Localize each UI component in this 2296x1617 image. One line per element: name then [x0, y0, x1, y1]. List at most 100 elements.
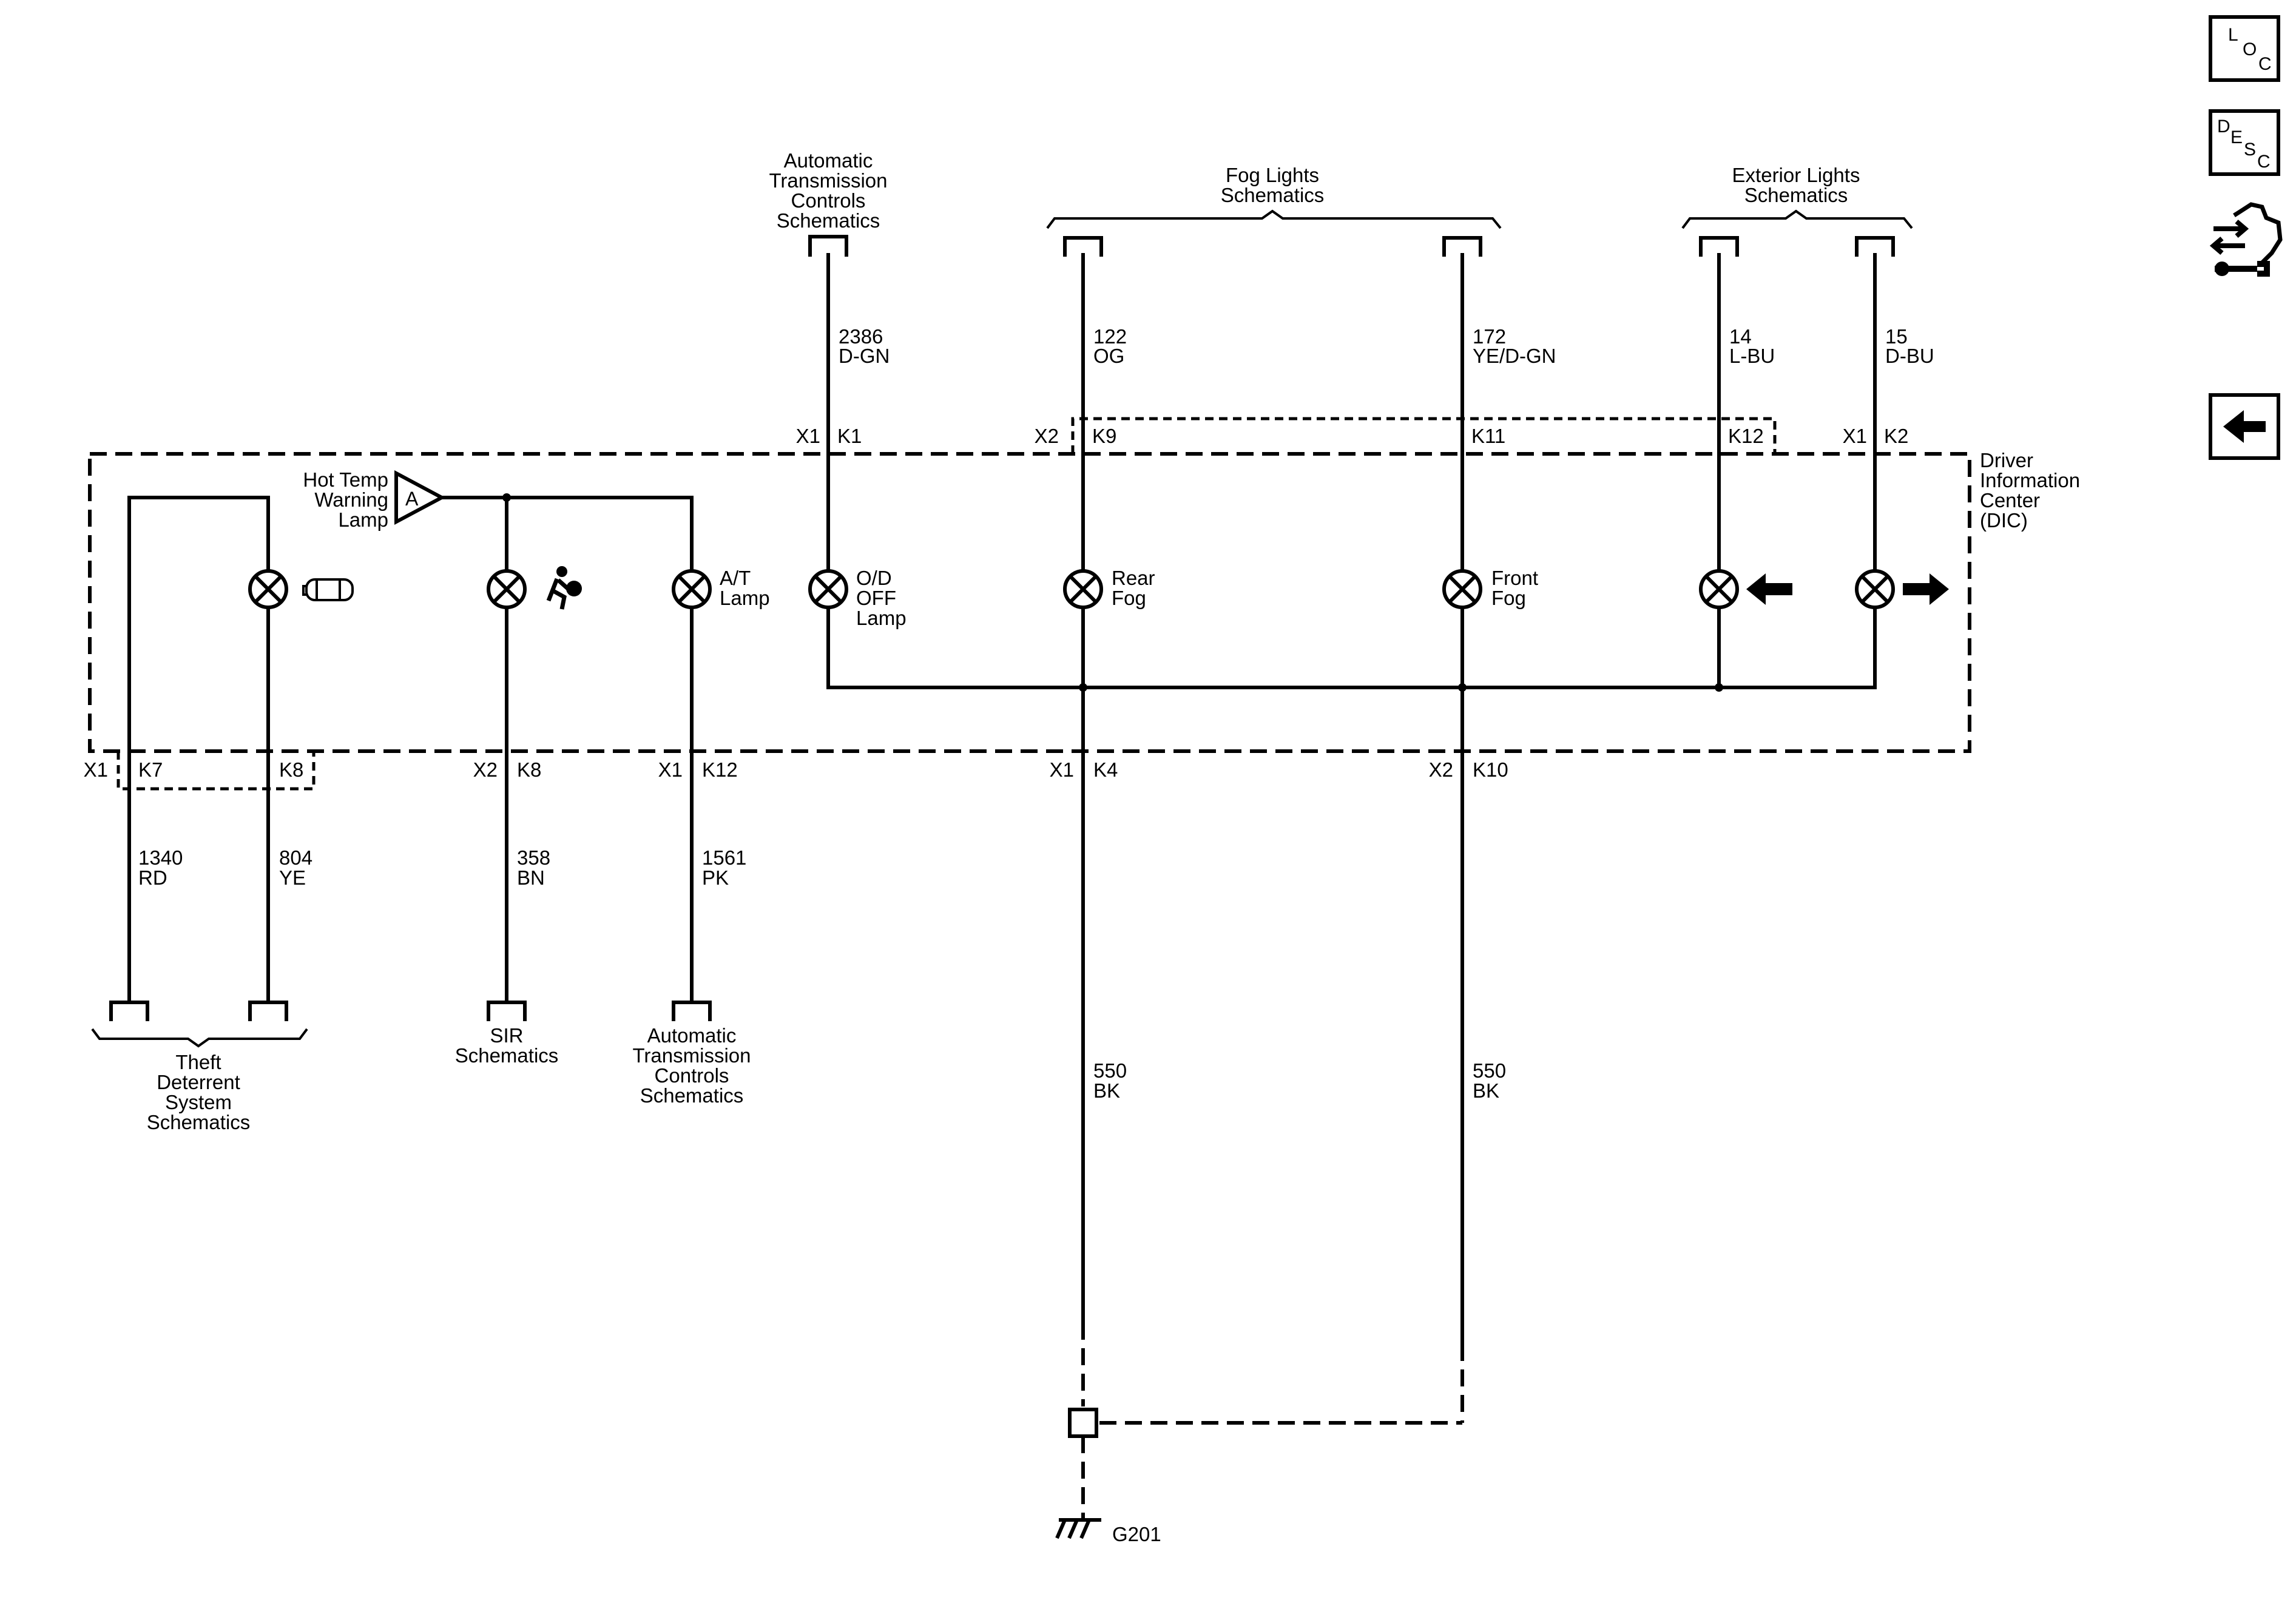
pin-id: K12 [702, 758, 738, 781]
lamp-security[interactable] [248, 569, 354, 609]
ground-bus [826, 606, 1877, 689]
loc-letter: L [2228, 25, 2238, 45]
desc-letter: E [2230, 127, 2243, 147]
splice-dot [1079, 683, 1087, 692]
bulb-cross [1448, 575, 1477, 604]
wire-number: 550 [1473, 1059, 1506, 1082]
ref-text: Theft [175, 1051, 221, 1073]
ref-text: Transmission [769, 169, 888, 192]
wire-labels-top: 2386 D-GN 122 OG 172 YE/D-GN 14 L-BU 15 … [839, 325, 1934, 367]
loc-letter: O [2243, 39, 2257, 59]
brace [91, 1028, 308, 1048]
left-turn-arrow-icon [1746, 573, 1792, 605]
connector-stub [808, 235, 848, 257]
back-arrow-icon [2223, 410, 2266, 443]
connector-id: X2 [473, 758, 498, 781]
ref-theft-deterrent[interactable]: Theft Deterrent System Schematics [91, 1001, 308, 1133]
driver-triangle-icon [394, 470, 446, 525]
ref-text: Fog Lights [1226, 164, 1319, 186]
back-button[interactable] [2209, 393, 2280, 460]
pin-id: K1 [837, 425, 862, 447]
right-turn-arrow-icon [1903, 573, 1949, 605]
lamp-label: Fog [1112, 587, 1146, 609]
desc-button[interactable]: D E S C [2209, 109, 2280, 176]
hot-temp-warning-lamp[interactable]: A Hot Temp Warning Lamp [303, 468, 446, 531]
connector-id: X1 [796, 425, 820, 447]
lamp-left-turn[interactable] [1699, 569, 1792, 609]
ref-text: Schematics [147, 1111, 251, 1133]
ref-exterior-lights[interactable]: Exterior Lights Schematics [1681, 164, 1913, 257]
driver-symbol: A [405, 488, 419, 510]
desc-letter: D [2217, 116, 2230, 137]
wire-number: 15 [1885, 325, 1908, 348]
wire-labels-bottom: 1340 RD 804 YE 358 BN 1561 PK 550 BK 550… [138, 846, 1506, 1102]
ground-g201[interactable]: G201 [1055, 1323, 1464, 1545]
ref-text: Deterrent [157, 1071, 240, 1093]
connector-stub [1855, 236, 1895, 257]
loc-button[interactable]: L O C [2209, 15, 2280, 82]
lamp-od-off[interactable]: O/D OFF Lamp [808, 567, 907, 629]
ground-label: G201 [1112, 1523, 1161, 1545]
lamp-airbag[interactable] [487, 566, 582, 610]
bulb-cross [492, 575, 521, 604]
connector-id: X1 [658, 758, 683, 781]
ref-text: Schematics [640, 1084, 744, 1107]
ref-text: Schematics [777, 209, 880, 232]
lamp-right-turn[interactable] [1855, 569, 1949, 609]
wire-color: BK [1473, 1079, 1499, 1102]
ref-atc-bottom[interactable]: Automatic Transmission Controls Schemati… [633, 1001, 751, 1107]
wire-color: YE/D-GN [1473, 345, 1556, 367]
wire-color: D-GN [839, 345, 890, 367]
module-text: Center [1980, 489, 2040, 511]
connector-id: X1 [1050, 758, 1074, 781]
connector-stub [1699, 236, 1739, 257]
pin-id: K8 [517, 758, 541, 781]
brace [1681, 209, 1913, 229]
pin-id: K2 [1884, 425, 1908, 447]
lamp-label: OFF [856, 587, 896, 609]
bottom-wires [127, 749, 1464, 1346]
connector-stub [109, 1001, 149, 1021]
lamp-label: Hot Temp [303, 468, 388, 491]
lamp-label: Lamp [338, 508, 388, 531]
lamp-label: Rear [1112, 567, 1155, 589]
module-text: Driver [1980, 449, 2033, 471]
ref-atc-top[interactable]: Automatic Transmission Controls Schemati… [769, 149, 888, 257]
ref-text: Automatic [647, 1024, 737, 1047]
ref-text: Controls [791, 189, 866, 212]
ref-text: Schematics [1221, 184, 1325, 206]
lamp-label: O/D [856, 567, 892, 589]
connector-id: X2 [1035, 425, 1059, 447]
dic-module-outline[interactable] [88, 452, 1971, 753]
lamp-label: Fog [1491, 587, 1526, 609]
wire-color: RD [138, 866, 167, 889]
desc-letter: C [2257, 152, 2271, 172]
bulb-cross [1704, 575, 1734, 604]
lamp-at[interactable]: A/T Lamp [672, 567, 770, 609]
ref-sir[interactable]: SIR Schematics [455, 1001, 559, 1067]
ref-text: System [165, 1091, 232, 1113]
internal-wiring [127, 493, 1877, 753]
desc-letter: S [2244, 140, 2257, 160]
connector-stub [487, 1001, 527, 1021]
module-text: Information [1980, 469, 2080, 491]
ref-text: Automatic [784, 149, 873, 172]
wire-number: 14 [1729, 325, 1752, 348]
ref-fog-lights[interactable]: Fog Lights Schematics [1046, 164, 1502, 257]
lamp-label: Front [1491, 567, 1538, 589]
connector-id: X1 [1843, 425, 1867, 447]
pin-labels-top: X1 K1 X2 K9 K11 K12 X1 K2 [796, 425, 1909, 447]
top-wires [826, 253, 1877, 572]
wire-number: 1340 [138, 846, 183, 869]
lamp-front-fog[interactable]: Front Fog [1442, 567, 1538, 609]
ground-connector [1068, 1408, 1098, 1438]
connector-stub [1063, 236, 1103, 257]
ref-text: Schematics [1744, 184, 1848, 206]
connector-wrench-icon[interactable] [2209, 197, 2284, 282]
lamp-rear-fog[interactable]: Rear Fog [1063, 567, 1155, 609]
pin-id: K4 [1093, 758, 1118, 781]
wire-color: OG [1093, 345, 1124, 367]
wire-color: L-BU [1729, 345, 1775, 367]
dic-module-label: Driver Information Center (DIC) [1980, 449, 2080, 532]
